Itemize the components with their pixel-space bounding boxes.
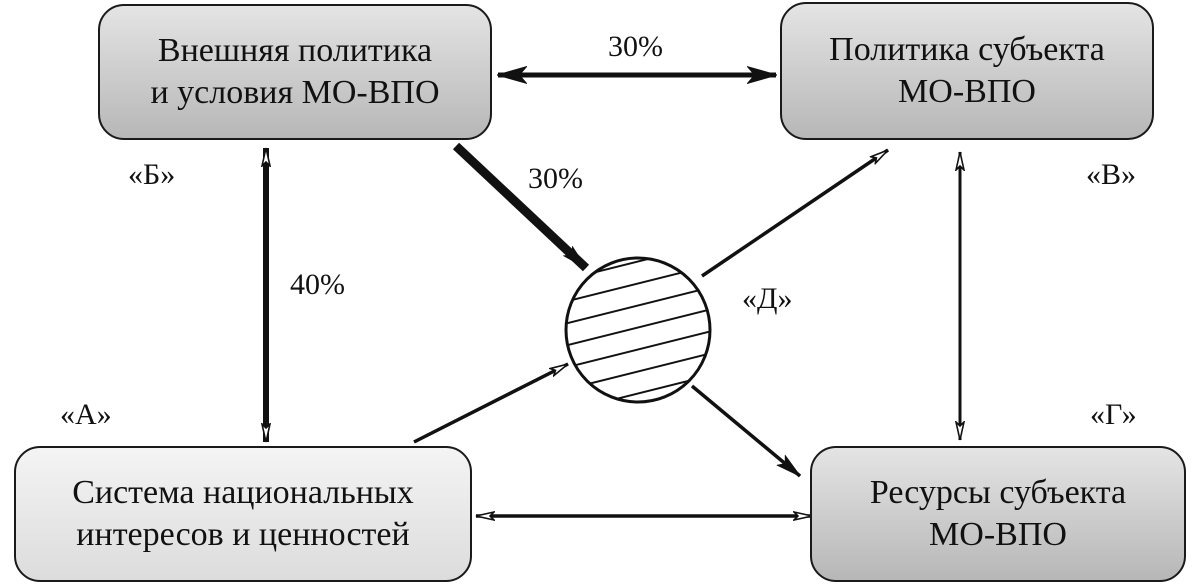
- arrow-national-interests-to-center: [413, 362, 569, 444]
- label-v: «В»: [1086, 158, 1137, 191]
- box-subject-policy: Политика субъекта МО-ВПО: [780, 2, 1154, 140]
- center-circle: [564, 256, 712, 404]
- box-national-interests-line2: интересов и ценностей: [76, 516, 410, 553]
- arrow-center-to-subject-policy: [701, 148, 889, 278]
- box-external-policy-line1: Внешняя политика: [157, 32, 433, 69]
- box-external-policy-line2: и условия МО-ВПО: [150, 74, 440, 111]
- box-external-policy: Внешняя политика и условия МО-ВПО: [98, 4, 492, 140]
- box-national-interests: Система национальных интересов и ценност…: [14, 446, 472, 582]
- label-a: «А»: [60, 398, 112, 431]
- label-g: «Г»: [1090, 398, 1137, 431]
- arrow-external-to-center: [452, 142, 590, 272]
- box-subject-resources: Ресурсы субъекта МО-ВПО: [810, 446, 1186, 582]
- label-top-arrow-percent: 30%: [608, 30, 663, 63]
- label-b: «Б»: [128, 158, 176, 191]
- box-subject-policy-line2: МО-ВПО: [898, 73, 1036, 110]
- label-vertical-arrow-percent: 40%: [290, 268, 345, 301]
- label-d: «Д»: [742, 282, 793, 315]
- label-diagonal-arrow-percent: 30%: [528, 162, 583, 195]
- box-subject-resources-line1: Ресурсы субъекта: [869, 474, 1127, 511]
- arrow-center-to-resources: [690, 384, 802, 478]
- box-subject-resources-line2: МО-ВПО: [929, 516, 1067, 553]
- box-national-interests-line1: Система национальных: [72, 474, 414, 511]
- box-subject-policy-line1: Политика субъекта: [829, 31, 1105, 68]
